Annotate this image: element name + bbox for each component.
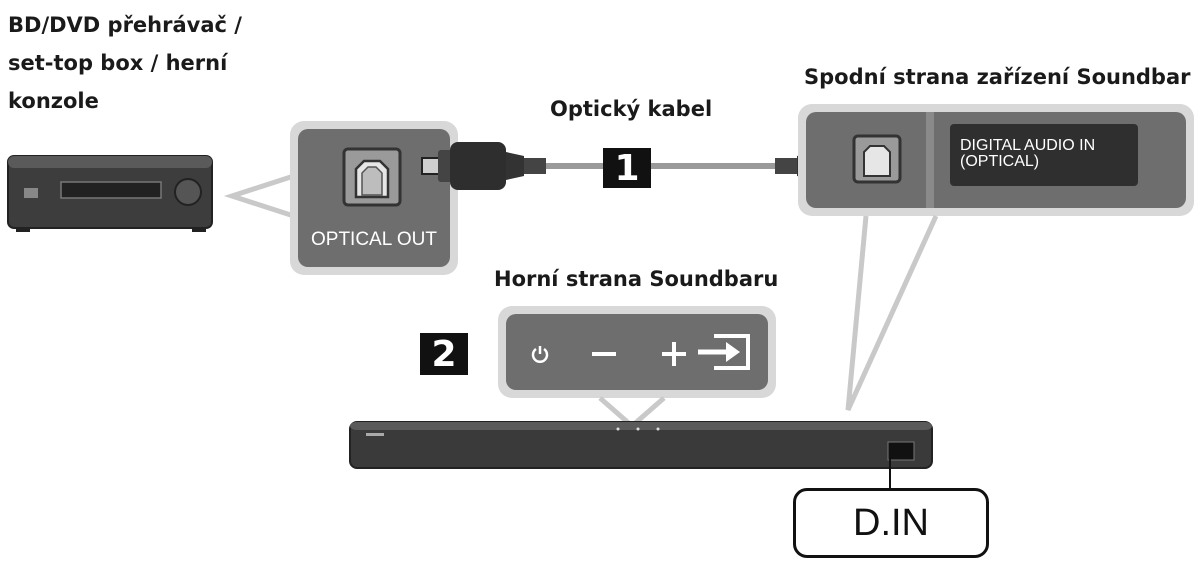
digital-audio-in-text-box: DIGITAL AUDIO IN (OPTICAL) (950, 124, 1138, 186)
step-2-badge: 2 (420, 333, 468, 375)
step-1-badge: 1 (603, 148, 651, 189)
top-panel-frame (498, 306, 776, 398)
source-device-label-line1: BD/DVD přehrávač / (8, 13, 242, 37)
optical-in-port-icon (852, 134, 902, 184)
d-in-label: D.IN (853, 501, 929, 544)
soundbar-bottom-label: Spodní strana zařízení Soundbar (804, 65, 1191, 89)
source-device-label: BD/DVD přehrávač / set-top box / herní k… (8, 6, 242, 120)
digital-in-callout-pointer (845, 214, 939, 412)
digital-audio-in-label-line2: (OPTICAL) (960, 153, 1040, 170)
soundbar-top-label: Horní strana Soundbaru (494, 267, 779, 291)
dvd-player-icon (7, 155, 213, 232)
optical-out-label: OPTICAL OUT (311, 229, 437, 250)
optical-out-panel-frame: OPTICAL OUT (290, 121, 458, 275)
digital-audio-in-label-line1: DIGITAL AUDIO IN (960, 137, 1096, 154)
d-in-label-box: D.IN (793, 488, 989, 558)
power-icon (531, 346, 549, 363)
volume-down-icon (592, 352, 616, 356)
optical-cable-label: Optický kabel (550, 97, 713, 121)
volume-up-icon (662, 342, 686, 366)
source-device-label-line2: set-top box / herní (8, 51, 228, 75)
optical-out-panel: OPTICAL OUT (298, 129, 450, 267)
digital-audio-in-panel: DIGITAL AUDIO IN (OPTICAL) (806, 112, 1186, 208)
source-icon (698, 334, 750, 370)
top-panel (506, 314, 768, 390)
optical-out-callout-pointer (223, 171, 301, 221)
optical-port-icon (342, 147, 402, 207)
source-device-label-line3: konzole (8, 89, 99, 113)
digital-audio-in-panel-divider (926, 112, 934, 208)
digital-audio-in-panel-frame: DIGITAL AUDIO IN (OPTICAL) (798, 104, 1194, 216)
d-in-connector-line (889, 458, 891, 488)
soundbar (349, 421, 933, 469)
